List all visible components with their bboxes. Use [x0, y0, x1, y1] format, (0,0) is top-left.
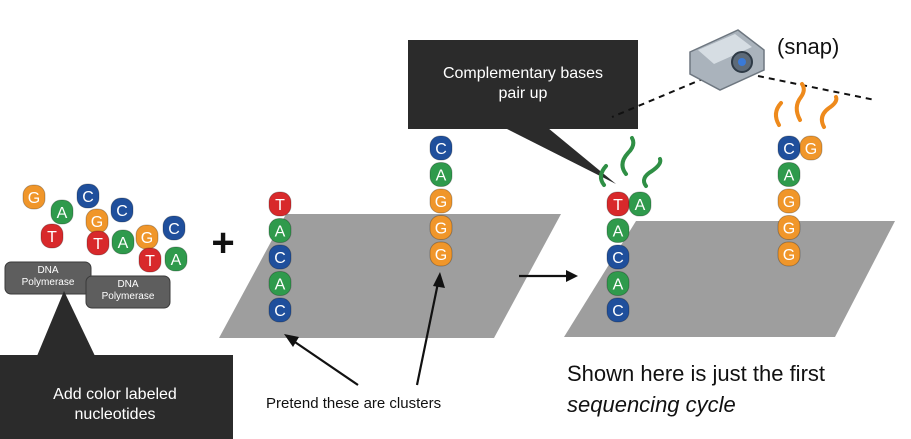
nucleotide-letter: T: [145, 253, 155, 270]
flow-cell-left: [219, 214, 561, 338]
nucleotide-letter: G: [28, 190, 40, 207]
nucleotide-letter: A: [57, 205, 68, 222]
cluster-1-base-1: A: [429, 162, 453, 187]
caption-line-1: Shown here is just the first: [567, 361, 826, 386]
paired-base-0: A: [628, 191, 652, 217]
dna-polymerase-2: [85, 275, 171, 309]
cluster-1-base-3: G: [429, 215, 453, 240]
nucleotide-letter: C: [435, 141, 447, 158]
cluster-1-base-4: G: [429, 241, 453, 267]
camera-icon: [689, 29, 765, 91]
cluster-0-base-3: A: [268, 271, 292, 296]
fluorescent-signal-green: [599, 136, 663, 188]
result-cluster-1-base-3: G: [777, 215, 801, 240]
result-cluster-0-base-1: A: [606, 218, 630, 243]
cluster-0-base-0: T: [268, 191, 292, 217]
paired-base-1: G: [799, 135, 823, 161]
cluster-pointer-arrowhead: [433, 272, 445, 288]
dna-polymerase-label-1: DNA Polymerase: [21, 265, 75, 288]
cluster-pointer-arrowhead-2: [284, 334, 299, 347]
result-cluster-1-base-2: G: [777, 188, 801, 214]
free-nucleotide-9: C: [162, 215, 186, 241]
nucleotide-letter: C: [274, 303, 286, 320]
nucleotide-letter: A: [171, 252, 182, 269]
complementary-callout: [408, 40, 638, 184]
nucleotide-letter: A: [635, 197, 646, 214]
cluster-0-base-4: C: [268, 297, 292, 323]
result-cluster-0-base-2: C: [606, 244, 630, 270]
free-nucleotide-0: G: [22, 184, 46, 210]
nucleotide-letter: A: [613, 224, 624, 241]
nucleotide-letter: G: [805, 141, 817, 158]
free-nucleotide-7: A: [111, 229, 135, 255]
free-nucleotide-5: T: [40, 223, 64, 249]
cluster-0-base-1: A: [268, 218, 292, 243]
nucleotide-letter: A: [784, 168, 795, 185]
nucleotide-letter: C: [274, 250, 286, 267]
plus-sign: +: [211, 221, 234, 265]
result-cluster-1-base-0: C: [777, 135, 801, 161]
result-cluster-0-base-4: C: [606, 297, 630, 323]
complementary-callout-text: Complementary bases pair up: [442, 65, 604, 102]
nucleotide-letter: G: [141, 230, 153, 247]
cluster-pointer-arrow: [415, 277, 441, 386]
result-cluster-1-base-1: A: [777, 162, 801, 187]
nucleotide-letter: G: [783, 194, 795, 211]
cluster-pointer-arrow-2: [288, 337, 359, 386]
nucleotide-letter: C: [116, 203, 128, 220]
nucleotide-letter: C: [168, 221, 180, 238]
dna-polymerase-label-2: DNA Polymerase: [101, 279, 155, 302]
free-nucleotide-11: A: [164, 246, 188, 272]
cluster-1-base-0: C: [429, 135, 453, 161]
nucleotide-letter: A: [275, 224, 286, 241]
cluster-1-base-2: G: [429, 188, 453, 214]
nucleotide-letter: A: [275, 277, 286, 294]
camera-line-left: [611, 77, 706, 118]
nucleotide-letter: G: [783, 247, 795, 264]
add-nucleotides-callout-text: Add color labeled nucleotides: [53, 386, 177, 423]
free-nucleotide-6: T: [86, 230, 110, 256]
free-nucleotide-4: C: [110, 197, 134, 223]
nucleotide-letter: C: [612, 250, 624, 267]
fluorescent-signal-orange: [774, 82, 839, 129]
nucleotide-letter: G: [435, 247, 447, 264]
nucleotide-letter: G: [435, 221, 447, 238]
result-cluster-0-base-3: A: [606, 271, 630, 296]
nucleotide-letter: G: [435, 194, 447, 211]
free-nucleotide-10: T: [138, 247, 162, 273]
nucleotide-letter: T: [47, 229, 57, 246]
pretend-clusters-label: Pretend these are clusters: [266, 395, 442, 412]
cluster-0-base-2: C: [268, 244, 292, 270]
camera-line-right: [757, 75, 876, 101]
nucleotide-letter: C: [82, 189, 94, 206]
free-nucleotide-2: C: [76, 183, 100, 209]
add-nucleotides-callout: [0, 291, 233, 439]
flow-cell-right: [564, 221, 895, 337]
nucleotide-letter: T: [275, 197, 285, 214]
free-nucleotide-3: G: [85, 208, 109, 234]
snap-label: (snap): [777, 34, 840, 59]
result-cluster-0-base-0: T: [606, 191, 630, 217]
free-nucleotide-8: G: [135, 224, 159, 250]
nucleotide-letter: A: [613, 277, 624, 294]
nucleotide-letter: G: [91, 214, 103, 231]
nucleotide-letter: T: [93, 236, 103, 253]
nucleotide-letter: A: [118, 235, 129, 252]
arrow-right-icon: [519, 270, 578, 282]
nucleotide-letter: G: [783, 221, 795, 238]
nucleotide-letter: C: [783, 141, 795, 158]
nucleotide-letter: T: [613, 197, 623, 214]
free-nucleotide-1: A: [50, 199, 74, 225]
result-cluster-1-base-4: G: [777, 241, 801, 267]
caption-line-2: sequencing cycle: [567, 392, 736, 417]
nucleotide-letter: A: [436, 168, 447, 185]
nucleotide-letter: C: [612, 303, 624, 320]
